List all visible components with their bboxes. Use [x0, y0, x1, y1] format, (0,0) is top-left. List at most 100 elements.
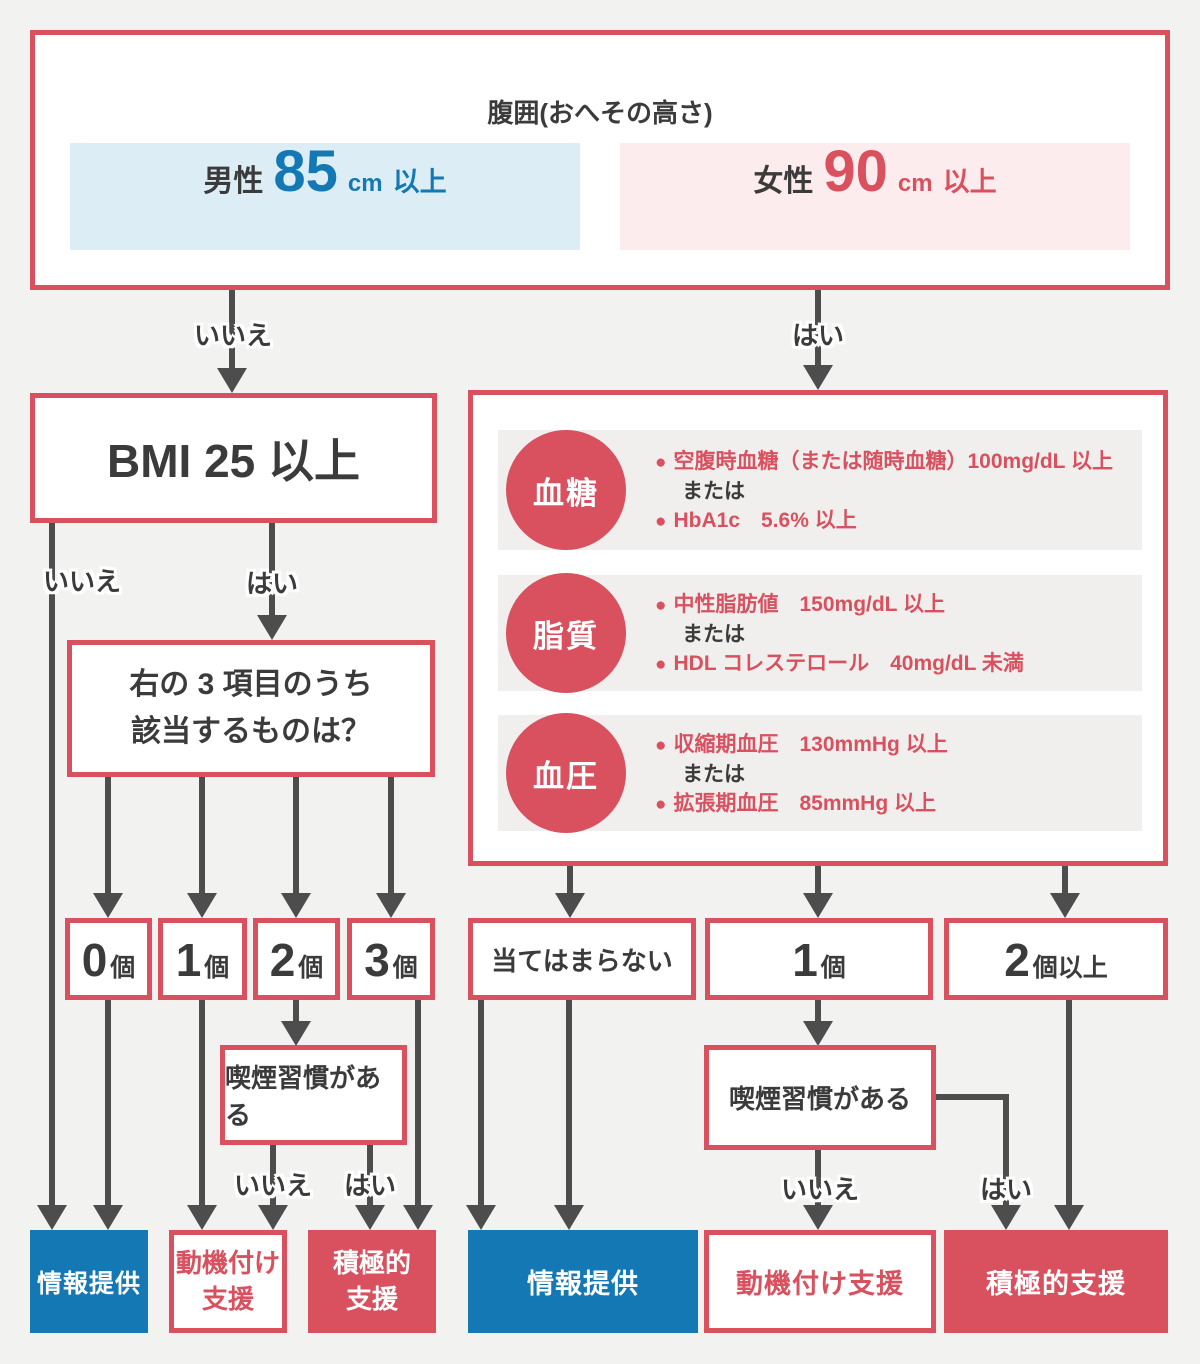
arrowhead-waist-no — [217, 368, 247, 393]
male-value: 85 — [273, 139, 338, 204]
count-3-num: 3 — [364, 934, 390, 986]
criteria-glucose-item1: ●空腹時血糖（または随時血糖）100mg/dL 以上 — [655, 447, 1113, 477]
arrowhead-1-to-motivational — [187, 1205, 217, 1230]
criteria-circle-lipid: 脂質 — [506, 573, 626, 693]
arrow-bmi-no — [49, 523, 55, 1206]
arrow-bmi-yes — [269, 523, 275, 616]
outcome-motivational-right-text: 動機付け支援 — [736, 1269, 904, 1299]
arrow-criteria-two — [1062, 866, 1068, 894]
arrow-2-to-smoking — [293, 1000, 299, 1022]
count-3-unit: 個 — [392, 954, 418, 982]
bullet-icon: ● — [655, 794, 667, 815]
outcome-active-left-line1: 積極的 — [332, 1248, 411, 1279]
arrow-3-to-active — [415, 1000, 421, 1206]
arrowhead-bmi-no — [37, 1205, 67, 1230]
arrow-none-to-info-b — [566, 1000, 572, 1206]
arrow-none-to-info-a — [478, 1000, 484, 1206]
outcome-info-right-text: 情報提供 — [527, 1269, 639, 1299]
count-box-1: 1 個 — [158, 918, 247, 1000]
count-box-two: 2 個以上 — [944, 918, 1168, 1000]
count-2-num: 2 — [269, 934, 296, 986]
edge-label-yes-smoking-right: はい — [979, 1174, 1033, 1205]
outcome-motivational-left-line1: 動機付け — [175, 1248, 280, 1279]
count-two-num: 2 — [1004, 934, 1030, 986]
male-criterion: 男性 85 cm 以上 — [70, 143, 580, 250]
waist-box: 腹囲(おへその高さ) 男性 85 cm 以上 女性 90 cm 以上 — [30, 30, 1170, 290]
outcome-active-right: 積極的支援 — [944, 1230, 1168, 1333]
criteria-lipid-item1: ●中性脂肪値 150mg/dL 以上 — [655, 590, 1024, 620]
smoking-box-left: 喫煙習慣がある — [220, 1045, 407, 1145]
female-value: 90 — [823, 139, 888, 204]
arrow-0-to-info — [105, 1000, 111, 1206]
criteria-circle-bp: 血圧 — [506, 713, 626, 833]
arrow-criteria-none — [567, 866, 573, 894]
question-line1: 右の 3 項目のうち — [129, 668, 373, 701]
criteria-lines-glucose: ●空腹時血糖（または随時血糖）100mg/dL 以上 または ●HbA1c 5.… — [655, 447, 1113, 536]
female-unit: cm — [897, 170, 933, 197]
criteria-lipid-or: または — [682, 623, 745, 646]
count-box-none: 当てはまらない — [468, 918, 696, 1000]
count-1-unit: 個 — [204, 954, 230, 982]
arrowhead-count-2 — [281, 893, 311, 918]
female-label: 女性 — [753, 165, 814, 198]
smoking-right-text: 喫煙習慣がある — [728, 1084, 911, 1114]
arrowhead-criteria-none — [555, 893, 585, 918]
outcome-active-left: 積極的 支援 — [308, 1230, 436, 1333]
arrowhead-smoking-left-no — [258, 1205, 288, 1230]
arrow-waist-yes — [815, 290, 821, 366]
male-suffix: 以上 — [392, 167, 447, 197]
arrow-count-0 — [105, 777, 111, 894]
arrow-1-to-motivational — [199, 1000, 205, 1206]
arrowhead-waist-yes — [803, 365, 833, 390]
arrow-count-3 — [388, 777, 394, 894]
arrow-count-1 — [199, 777, 205, 894]
criteria-bp-item2: ●拡張期血圧 85mmHg 以上 — [655, 789, 948, 819]
outcome-motivational-right: 動機付け支援 — [704, 1230, 936, 1333]
outcome-active-right-text: 積極的支援 — [986, 1269, 1126, 1299]
edge-label-no-bmi: いいえ — [42, 566, 122, 597]
edge-label-no-top: いいえ — [193, 320, 273, 351]
arrowhead-two-to-active — [1054, 1205, 1084, 1230]
count-0-num: 0 — [81, 934, 108, 986]
criteria-glucose-or: または — [682, 480, 745, 503]
bullet-icon: ● — [655, 595, 667, 616]
question-line2: 該当するものは？ — [130, 714, 371, 748]
arrowhead-smoking-left-yes — [355, 1205, 385, 1230]
arrowhead-count-0 — [93, 893, 123, 918]
outcome-active-left-line2: 支援 — [345, 1283, 398, 1314]
arrow-smoking-right-no — [815, 1150, 821, 1206]
criteria-lipid-item2: ●HDL コレステロール 40mg/dL 未満 — [655, 649, 1024, 679]
arrowhead-none-to-info-a — [466, 1205, 496, 1230]
count-2-unit: 個 — [298, 954, 324, 982]
arrowhead-2-to-smoking — [281, 1021, 311, 1046]
arrowhead-smoking-right-no — [803, 1205, 833, 1230]
waist-title: 腹囲(おへその高さ) — [487, 98, 713, 128]
criteria-circle-glucose: 血糖 — [506, 430, 626, 550]
count-box-2: 2 個 — [253, 918, 340, 1000]
arrow-criteria-one — [815, 866, 821, 894]
arrow-one-to-smoking — [815, 1000, 821, 1022]
female-criterion: 女性 90 cm 以上 — [620, 143, 1130, 250]
bullet-icon: ● — [655, 735, 667, 756]
count-0-unit: 個 — [110, 954, 136, 982]
count-two-unit: 個以上 — [1032, 954, 1108, 982]
bmi-box: BMI 25 以上 — [30, 393, 437, 523]
smoking-left-text: 喫煙習慣がある — [225, 1063, 382, 1130]
edge-label-no-smoking-left: いいえ — [233, 1170, 313, 1201]
arrowhead-criteria-one — [803, 893, 833, 918]
count-box-one: 1 個 — [705, 918, 933, 1000]
count-box-0: 0 個 — [65, 918, 152, 1000]
outcome-info-left-text: 情報提供 — [36, 1269, 141, 1298]
count-box-3: 3 個 — [347, 918, 435, 1000]
arrow-waist-no — [229, 290, 235, 369]
bullet-icon: ● — [655, 654, 667, 675]
outcome-info-left: 情報提供 — [30, 1230, 148, 1333]
question-box: 右の 3 項目のうち 該当するものは？ — [67, 640, 435, 777]
arrowhead-bmi-yes — [257, 615, 287, 640]
arrowhead-0-to-info — [93, 1205, 123, 1230]
arrow-smoking-left-yes — [367, 1145, 373, 1206]
outcome-info-right: 情報提供 — [468, 1230, 698, 1333]
outcome-motivational-left: 動機付け 支援 — [169, 1230, 287, 1333]
arrow-smoking-left-no — [270, 1145, 276, 1206]
